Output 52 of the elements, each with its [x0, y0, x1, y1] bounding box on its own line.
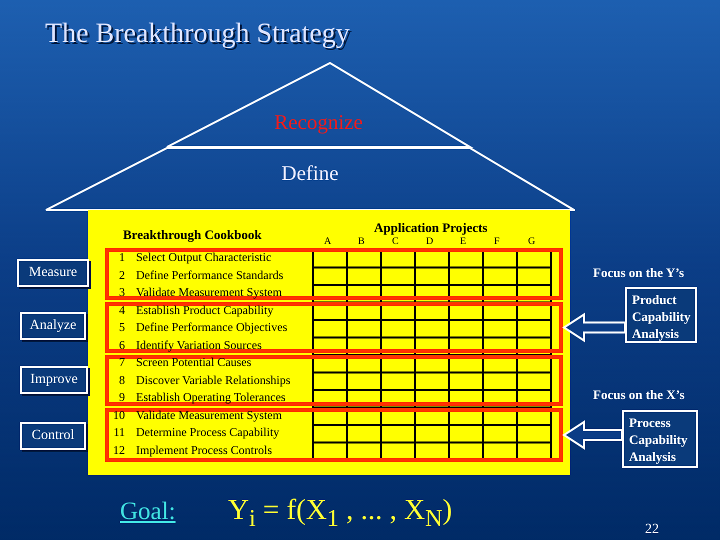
- phase-box: Analyze: [20, 312, 86, 340]
- step-number: 5: [118, 320, 125, 335]
- formula: Y$_{i}$ = f(X$_{1}$ , ... , X$_{N}$): [228, 494, 452, 533]
- highlight-band: [105, 408, 563, 462]
- section-label: Define: [280, 161, 340, 186]
- step-number: 7: [118, 355, 125, 370]
- goal-label: Goal:: [120, 498, 176, 526]
- column-letter: A: [324, 236, 332, 247]
- column-letter: C: [392, 236, 399, 247]
- step-text: Define Performance Standards: [136, 268, 284, 282]
- highlight-band: [105, 248, 563, 300]
- step-text: Screen Potential Causes: [136, 355, 252, 370]
- column-letter: E: [460, 236, 466, 247]
- column-letter: F: [494, 236, 500, 247]
- highlight-band: [105, 355, 563, 406]
- phase-box: Improve: [20, 366, 88, 394]
- block-arrow: [562, 312, 626, 342]
- step-number: 4: [118, 302, 125, 318]
- step-number: 12: [112, 442, 125, 458]
- heading: Application Projects: [374, 220, 488, 236]
- step-number: 3: [118, 285, 125, 300]
- block-arrow: [562, 420, 623, 450]
- callout-box: Process Capability Analysis: [622, 410, 698, 468]
- step-number: 2: [118, 268, 125, 282]
- focus-heading: Focus on the X’s: [593, 387, 685, 403]
- step-text: Establish Product Capability: [136, 302, 274, 318]
- highlight-band: [105, 302, 563, 353]
- step-text: Validate Measurement System: [136, 285, 282, 300]
- step-text: Determine Process Capability: [136, 425, 280, 440]
- column-letter: B: [358, 236, 365, 247]
- step-number: 10: [112, 408, 125, 422]
- step-number: 11: [112, 425, 125, 440]
- heading: Breakthrough Cookbook: [123, 227, 262, 243]
- step-text: Identify Variation Sources: [136, 338, 262, 352]
- step-text: Define Performance Objectives: [136, 320, 288, 335]
- phase-box: Control: [20, 422, 86, 450]
- step-text: Select Output Characteristic: [136, 250, 272, 265]
- column-letter: D: [426, 236, 434, 247]
- callout-box: Product Capability Analysis: [625, 287, 697, 343]
- step-text: Establish Operating Tolerances: [136, 390, 286, 405]
- step-number: 1: [118, 250, 125, 265]
- step-number: 8: [118, 372, 125, 388]
- step-text: Discover Variable Relationships: [136, 372, 290, 388]
- phase-box: Measure: [17, 259, 89, 287]
- step-number: 6: [118, 338, 125, 352]
- focus-heading: Focus on the Y’s: [593, 265, 684, 281]
- page-number: 22: [645, 522, 659, 538]
- step-number: 9: [118, 390, 125, 405]
- step-text: Validate Measurement System: [136, 408, 282, 422]
- slide-title: The Breakthrough Strategy: [45, 18, 350, 50]
- step-text: Implement Process Controls: [136, 442, 272, 458]
- column-letter: G: [528, 236, 536, 247]
